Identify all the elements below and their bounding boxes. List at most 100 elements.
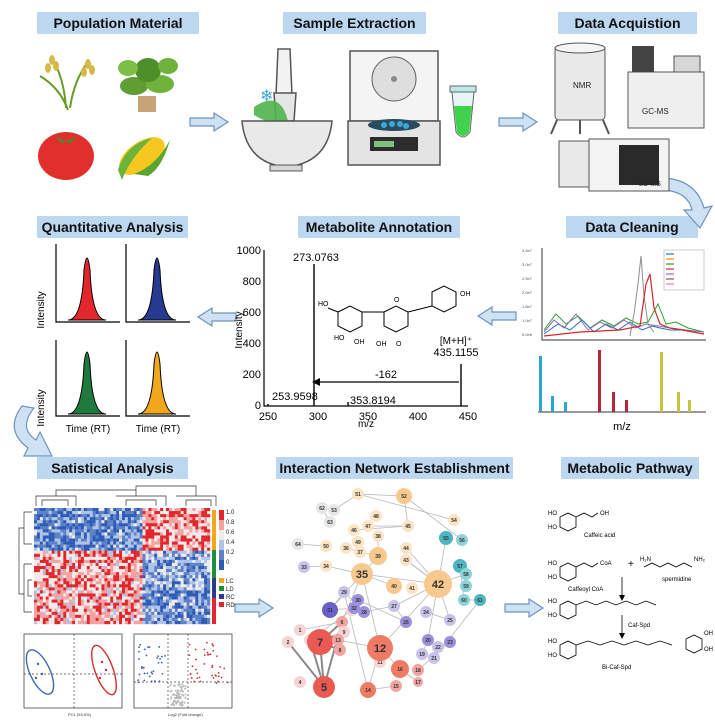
heatmap-cell [60,559,64,564]
arrow-right-icon [189,112,230,132]
heatmap-cell [166,532,170,536]
heatmap-cell [198,605,202,609]
heatmap-cell [107,605,111,609]
heatmap-cell [163,517,167,521]
heatmap-cell [139,578,143,582]
heatmap-cell [198,581,202,585]
heatmap-cell [171,614,175,619]
heatmap-cell [75,535,79,539]
heatmap-cell [174,562,178,567]
heatmap-cell [195,514,199,518]
heatmap-cell [48,617,52,622]
heatmap-cell [130,593,134,597]
heatmap-cell [124,514,129,518]
heatmap-cell [154,599,158,603]
heatmap-cell [145,538,149,542]
heatmap-cell [183,526,187,530]
nmr-label: NMR [573,81,591,90]
volcano-point [195,668,197,671]
heatmap-cell [136,508,140,512]
heatmap-cell [48,508,52,512]
heatmap-cell [45,526,49,530]
network-node [372,530,384,542]
network-node [400,616,412,628]
heatmap-cell [34,559,38,564]
heatmap-cell [195,508,199,512]
heatmap-cell [195,617,199,622]
heatmap-cell [119,608,123,612]
heatmap-cell [204,614,208,619]
heatmap-cell [48,575,52,579]
heatmap-cell [48,550,52,554]
heatmap-cell [171,523,175,527]
heatmap-cell [154,566,158,570]
network-node-label: 5 [321,682,327,694]
heatmap-cell [80,599,85,603]
heatmap-cell [63,599,67,603]
heatmap-cell [168,617,173,622]
heatmap-cell [201,550,205,554]
heatmap-cell [72,529,76,533]
heatmap-cell [119,529,123,533]
heatmap-cell [80,535,85,539]
heatmap-cell [160,599,164,603]
heatmap-cell [34,599,38,603]
heatmap-cell [63,611,67,616]
heatmap-cell [157,523,161,527]
heatmap-cell [166,529,170,533]
heatmap-cell [80,553,85,558]
x-tick: 300 [309,411,327,423]
volcano-point [199,680,202,683]
heatmap-cell [151,529,155,533]
heatmap-cell [54,508,58,512]
volcano-point [180,702,182,704]
heatmap-cell [69,547,73,551]
heatmap-cell [104,569,108,573]
heatmap-cell [113,508,117,512]
heatmap-cell [201,566,205,570]
heatmap-cell [204,526,208,530]
heatmap-cell [148,611,152,616]
heatmap-cell [139,572,143,576]
heatmap-cell [148,520,152,524]
heatmap-cell [78,562,82,567]
heatmap-cell [92,511,96,515]
heatmap-cell [75,605,79,609]
heatmap-cell [177,532,181,536]
heatmap-cell [78,520,82,524]
legend-lc: LC [226,579,234,585]
heatmap-cell [89,514,93,518]
heatmap-cell [139,581,143,585]
heatmap-cell [36,599,41,603]
heatmap-cell [45,529,49,533]
y-tick: 1000 [237,245,261,257]
heatmap-cell [69,575,73,579]
heatmap-cell [180,566,184,570]
heatmap-cell [201,517,205,521]
heatmap-cell [80,620,85,625]
tomato-icon [38,132,94,180]
heatmap-cell [122,605,126,609]
heatmap-cell [145,578,149,582]
svg-text:2.5e7: 2.5e7 [522,276,533,281]
legend-ld: LD [226,587,234,593]
heatmap-cell [154,620,158,625]
heatmap-cell [69,514,73,518]
heatmap-cell [122,611,126,616]
volcano-point [219,666,222,668]
heatmap-cell [104,590,108,594]
heatmap-cell [195,538,199,542]
heatmap-cell [116,508,120,512]
heatmap-cell [139,590,143,594]
heatmap-cell [192,584,196,588]
heatmap-cell [110,620,114,625]
heatmap-cell [66,532,70,536]
heatmap-cell [72,547,76,551]
heatmap-cell [54,556,58,561]
heatmap-cell [83,608,87,612]
heatmap-cell [83,617,87,622]
heatmap-cell [66,541,70,545]
heatmap-cell [110,547,114,551]
heatmap-cell [142,617,146,622]
heatmap-cell [124,508,129,512]
